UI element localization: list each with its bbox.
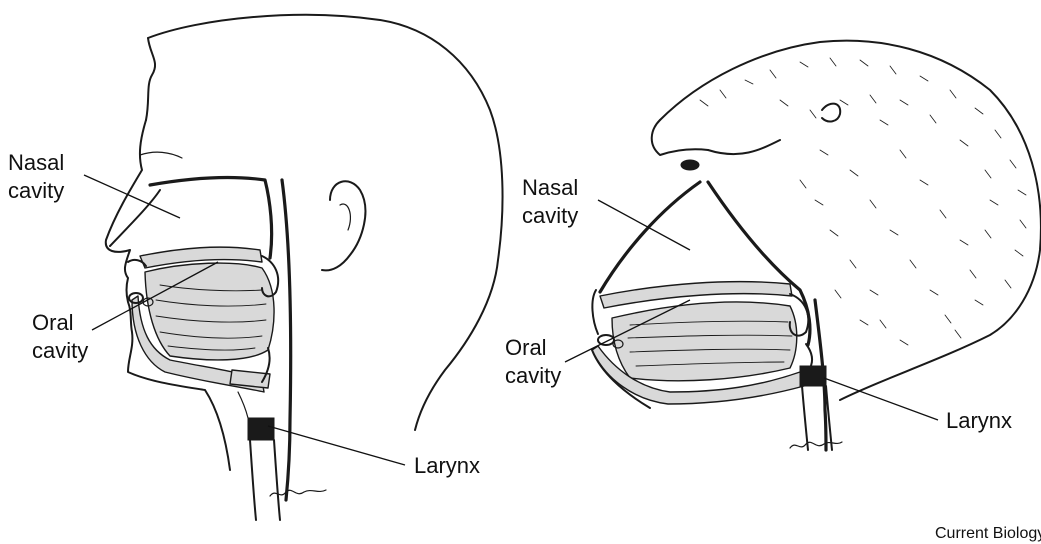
chimp-brow-ridge <box>652 120 708 155</box>
human-eyebrow <box>140 152 182 158</box>
chimp-larynx <box>800 366 826 386</box>
chimp-nasal-roof <box>600 182 700 292</box>
chimp-nasal-leader <box>598 200 690 250</box>
chimp-nasal-label-line1: Nasal <box>522 175 578 200</box>
human-throat-line <box>238 392 248 418</box>
human-oral-label-line1: Oral <box>32 310 74 335</box>
chimp-tongue <box>612 302 797 381</box>
human-nasal-label-line2: cavity <box>8 178 64 203</box>
human-nasal-label-line1: Nasal <box>8 150 64 175</box>
human-larynx-label: Larynx <box>414 453 480 478</box>
human-ear <box>322 181 365 270</box>
chimp-upper-jaw <box>592 290 598 334</box>
human-larynx <box>248 418 274 440</box>
chimp-larynx-label: Larynx <box>946 408 1012 433</box>
chimp-ear <box>822 104 840 122</box>
human-pharynx-wall <box>282 180 291 500</box>
human-head-drawing <box>106 15 503 520</box>
chimp-eye <box>681 160 699 170</box>
chimp-face-profile <box>708 140 780 154</box>
chimp-oral-label-line1: Oral <box>505 335 547 360</box>
human-ear-inner <box>340 204 350 230</box>
human-trachea <box>250 440 280 520</box>
chimp-epiglottis <box>806 344 812 368</box>
journal-credit: Current Biology <box>935 525 1041 542</box>
chimp-nasal-label-line2: cavity <box>522 203 578 228</box>
human-tongue <box>145 263 274 360</box>
human-oral-label-line2: cavity <box>32 338 88 363</box>
human-hairline <box>146 38 155 120</box>
human-nasal-floor <box>150 178 272 258</box>
chimp-artist-signature <box>790 442 842 448</box>
chimpanzee-head-drawing <box>592 41 1041 450</box>
chimp-lip <box>598 335 614 345</box>
chimp-oral-label-line2: cavity <box>505 363 561 388</box>
